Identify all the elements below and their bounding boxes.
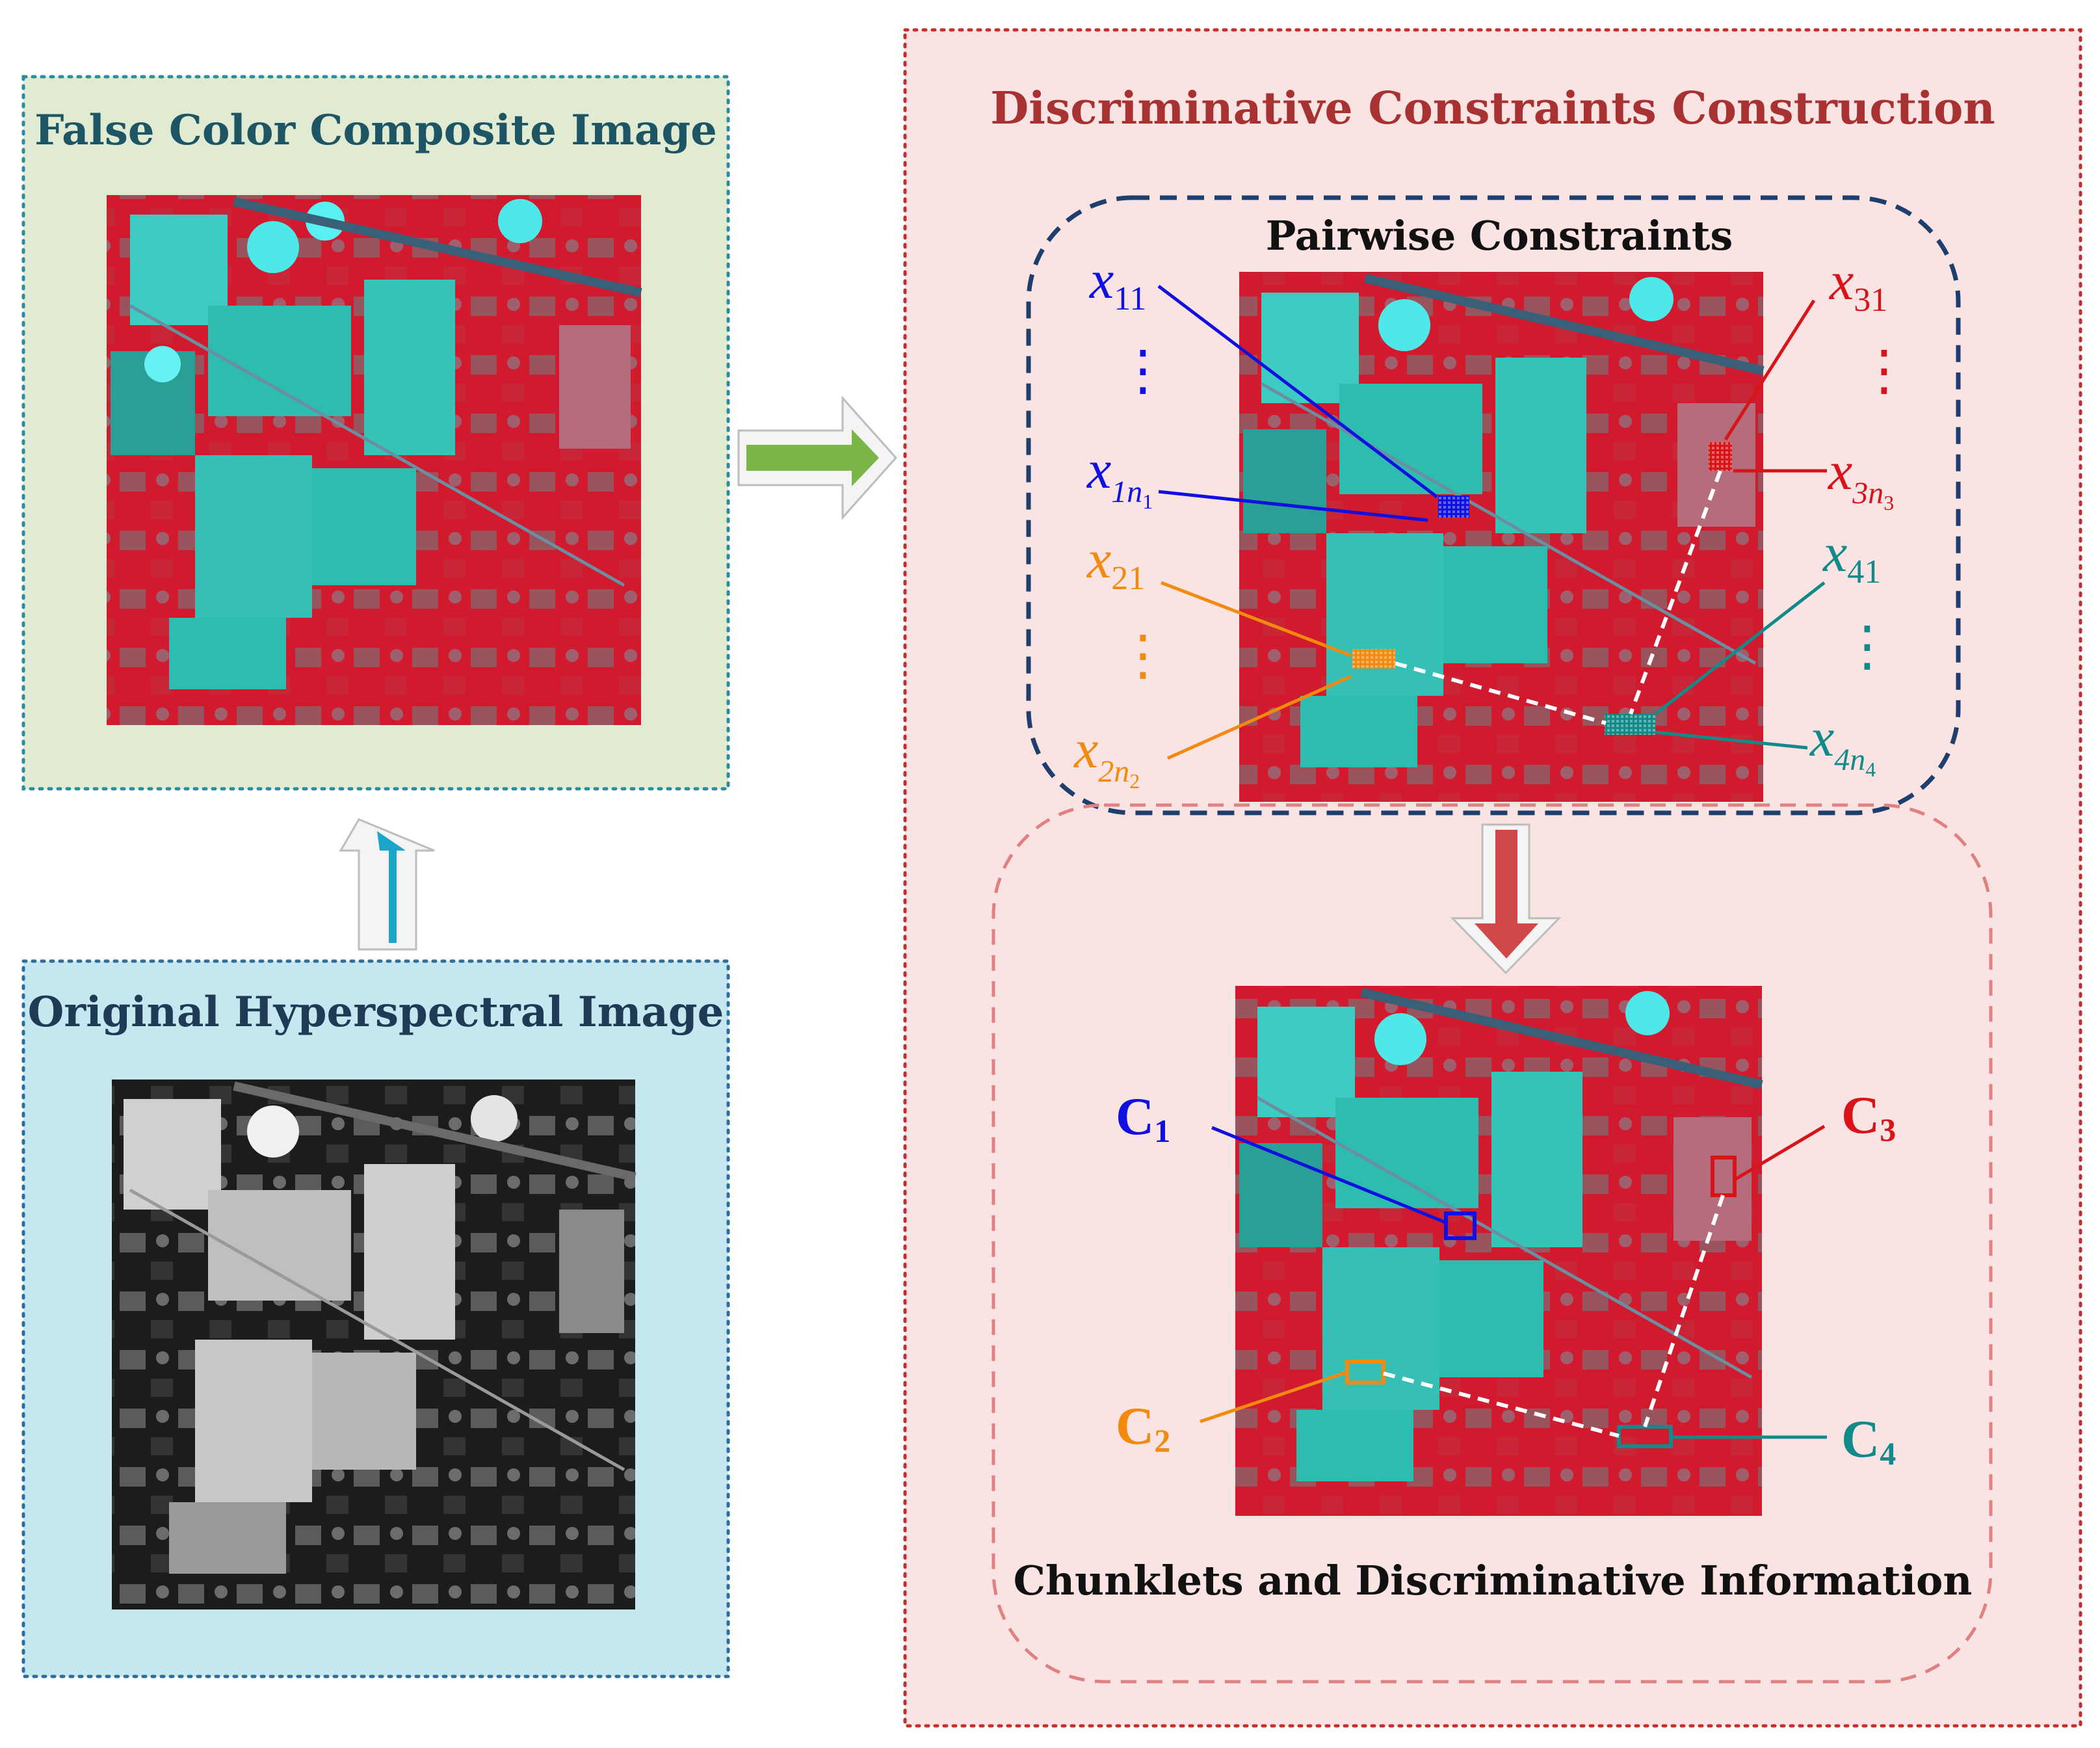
right-arrow-icon bbox=[737, 395, 898, 520]
original-hsi-panel: Original Hyperspectral Image bbox=[21, 959, 730, 1678]
leader-x11 bbox=[1157, 285, 1438, 498]
vdots-class4: ⋮ bbox=[1840, 614, 1895, 678]
label-x11: x11 bbox=[1088, 250, 1146, 317]
leader-x2n2 bbox=[1166, 674, 1352, 760]
false-color-image bbox=[107, 195, 642, 725]
up-arrow-icon bbox=[339, 818, 435, 951]
leader-c2 bbox=[1200, 1370, 1348, 1424]
chunklet-link-3-4 bbox=[1643, 1195, 1725, 1427]
leader-x41 bbox=[1654, 581, 1826, 715]
label-x2n2: x2n2 bbox=[1073, 719, 1140, 793]
label-x21: x21 bbox=[1086, 529, 1145, 597]
label-x4n4: x4n4 bbox=[1809, 708, 1876, 781]
original-hsi-panel-title: Original Hyperspectral Image bbox=[28, 988, 724, 1037]
down-arrow-icon bbox=[1450, 823, 1562, 975]
label-x31: x31 bbox=[1828, 251, 1887, 319]
pairwise-title: Pairwise Constraints bbox=[1266, 212, 1733, 259]
leader-x21 bbox=[1161, 581, 1352, 657]
cannot-link-3-4 bbox=[1629, 470, 1722, 715]
vdots-class2: ⋮ bbox=[1116, 623, 1170, 687]
label-x41: x41 bbox=[1822, 523, 1881, 590]
label-c4: C4 bbox=[1841, 1409, 1896, 1472]
leader-c3 bbox=[1733, 1124, 1826, 1182]
chunklet-c3-box bbox=[1711, 1156, 1737, 1197]
chunklet-c1-box bbox=[1444, 1212, 1477, 1240]
chunklet-link-2-4 bbox=[1383, 1371, 1620, 1438]
cannot-link-2-4 bbox=[1395, 661, 1607, 725]
vdots-class1: ⋮ bbox=[1116, 338, 1170, 402]
pairwise-image bbox=[1239, 272, 1765, 802]
false-color-panel-title: False Color Composite Image bbox=[34, 106, 717, 155]
label-c2: C2 bbox=[1116, 1396, 1170, 1459]
chunklets-title: Chunklets and Discriminative Information bbox=[1014, 1557, 1973, 1604]
chunklets-image bbox=[1235, 986, 1763, 1516]
vdots-class3: ⋮ bbox=[1857, 338, 1911, 402]
leader-x31 bbox=[1724, 299, 1816, 441]
construction-panel-title: Discriminative Constraints Construction bbox=[990, 83, 1995, 135]
false-color-panel: False Color Composite Image bbox=[21, 75, 730, 791]
leader-x4n4 bbox=[1655, 730, 1808, 750]
label-c1: C1 bbox=[1116, 1087, 1170, 1149]
grayscale-image bbox=[112, 1079, 637, 1609]
label-c3: C3 bbox=[1841, 1085, 1896, 1148]
pairwise-region bbox=[1026, 195, 1961, 815]
chunklets-region bbox=[991, 803, 1993, 1684]
leader-x1n1 bbox=[1158, 490, 1428, 522]
label-x1n1: x1n1 bbox=[1086, 440, 1153, 513]
label-x3n3: x3n3 bbox=[1827, 441, 1894, 514]
leader-c1 bbox=[1211, 1126, 1447, 1225]
construction-panel: Discriminative Constraints Construction … bbox=[903, 28, 2082, 1728]
